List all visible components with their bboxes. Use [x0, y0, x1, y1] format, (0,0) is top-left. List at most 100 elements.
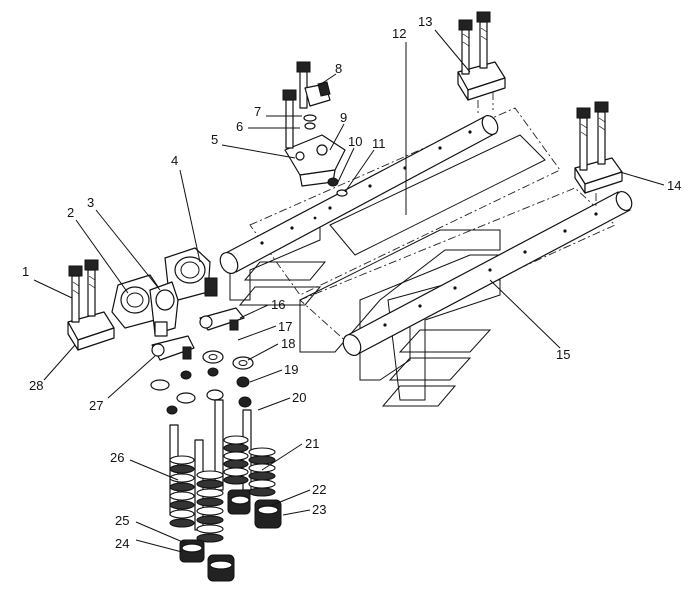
bracket-14: [574, 101, 623, 208]
spring-stack: [248, 447, 276, 497]
bracket-13: [457, 11, 506, 115]
spring-coil: [248, 455, 276, 465]
spring-coil: [196, 488, 224, 498]
bolt-1b: [87, 269, 96, 317]
spring-coil: [196, 479, 224, 489]
guide-step-1: [299, 229, 501, 353]
spring-coil: [248, 471, 276, 481]
callout-17: 17: [278, 319, 292, 334]
rocker-arm-27: [151, 335, 195, 361]
callout-18: 18: [281, 336, 295, 351]
callout-11: 11: [372, 136, 386, 151]
callout-12: 12: [392, 26, 406, 41]
callout-5: 5: [211, 132, 218, 147]
spring-coil: [196, 515, 224, 525]
valve-retainers: [179, 489, 282, 582]
shaft-15-end-left: [342, 333, 362, 357]
rocker-2-bore: [120, 286, 150, 314]
spring-coil: [169, 464, 195, 474]
leader-lines: [33, 29, 665, 553]
callout-20: 20: [292, 390, 306, 405]
bracket-28-front: [77, 327, 115, 351]
guide-box-upper-2: [238, 286, 322, 306]
callout-16: 16: [271, 297, 285, 312]
spring-coil: [196, 470, 224, 480]
spring-coil: [248, 487, 276, 497]
rocker-27-screw: [182, 346, 192, 360]
callout-28: 28: [29, 378, 43, 393]
bolt-6-head: [282, 89, 297, 101]
nut-19: [236, 376, 250, 388]
center-bracket-5: [282, 61, 348, 197]
spring-coil: [223, 443, 249, 453]
callout-8: 8: [335, 61, 342, 76]
bracket-13-front: [467, 77, 506, 101]
rocker-3-bore: [155, 289, 175, 311]
callout-27: 27: [89, 398, 103, 413]
rocker-16-screw: [229, 319, 239, 331]
nut-17b: [180, 370, 192, 380]
spring-stack: [223, 435, 249, 485]
spring-coil: [223, 435, 249, 445]
guide-box-upper-1: [243, 261, 327, 281]
washer-7: [303, 114, 317, 122]
rocker-arm-2-3: [111, 274, 179, 337]
rocker-arm-16: [199, 307, 245, 331]
washer-27b: [176, 392, 196, 404]
part-9-nut: [327, 177, 339, 187]
shaft-12-end-right: [481, 114, 499, 136]
bolt-1b-head: [84, 259, 99, 271]
part-8-dark: [317, 81, 331, 97]
spring-coil: [223, 475, 249, 485]
spring-coil: [169, 500, 195, 510]
cap-20a: [206, 389, 224, 401]
bolt-6: [285, 99, 294, 149]
callout-23: 23: [312, 502, 326, 517]
bolt-1a: [71, 275, 80, 323]
callout-14: 14: [667, 178, 681, 193]
bolt-14b-head: [594, 101, 609, 113]
spring-coil: [223, 451, 249, 461]
callout-25: 25: [115, 513, 129, 528]
bracket-5-hole: [295, 151, 305, 161]
callout-15: 15: [556, 347, 570, 362]
guide-diagonal-panel: [329, 134, 546, 256]
spring-coil: [196, 506, 224, 516]
bolt-7-head: [296, 61, 311, 73]
callout-6: 6: [236, 119, 243, 134]
callout-4: 4: [171, 153, 178, 168]
spring-coil: [169, 518, 195, 528]
spring-coil: [169, 455, 195, 465]
part-10-washer: [336, 189, 348, 197]
bracket-1: [67, 259, 115, 351]
spring-coil: [223, 459, 249, 469]
spring-stack: [196, 470, 224, 543]
nut-17a: [207, 367, 219, 377]
guide-frame-lower: [299, 187, 616, 346]
spring-coil: [196, 524, 224, 534]
rocker-4-bore: [174, 256, 206, 284]
bolt-13a-head: [458, 19, 473, 31]
spring-coil: [223, 467, 249, 477]
spring-coil: [169, 509, 195, 519]
spring-coil: [169, 482, 195, 492]
bolt-13b: [479, 21, 488, 69]
callout-10: 10: [348, 134, 362, 149]
bracket-5-bore: [316, 144, 328, 156]
callout-labels: 1 2 3 4 5 6 7 8 9 10 11 12 13 14 15 16 1…: [22, 14, 681, 551]
callout-9: 9: [340, 110, 347, 125]
guide-box-2: [388, 357, 472, 381]
rocker-3-tip: [154, 321, 168, 337]
valve-springs: [169, 435, 276, 543]
shaft-12-end-left: [219, 251, 239, 275]
callout-22: 22: [312, 482, 326, 497]
bolt-1a-head: [68, 265, 83, 277]
bracket-14-front: [584, 171, 623, 194]
spring-coil: [248, 479, 276, 489]
callout-13: 13: [418, 14, 432, 29]
shaft-15-end-right: [615, 190, 633, 212]
callout-19: 19: [284, 362, 298, 377]
spring-coil: [248, 463, 276, 473]
